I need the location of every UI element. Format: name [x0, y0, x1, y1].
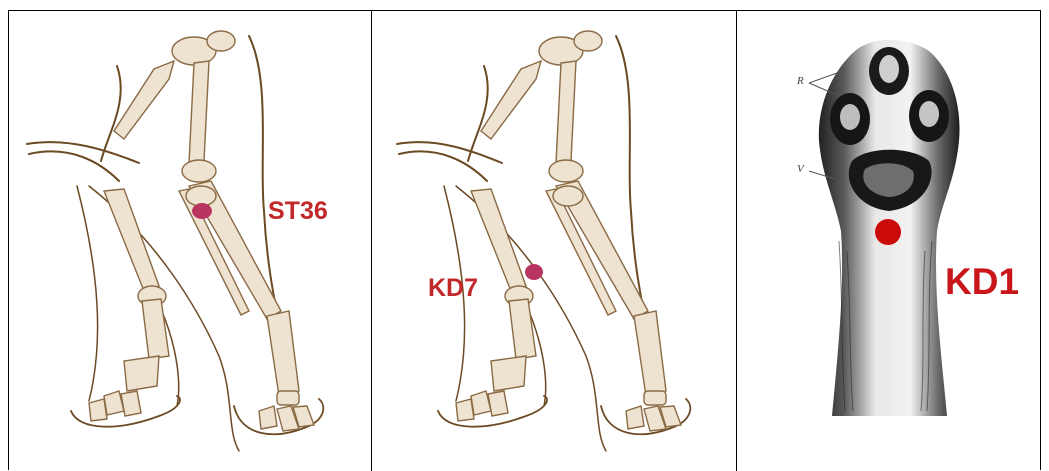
annotation-r: R — [797, 75, 804, 87]
kd7-label: KD7 — [428, 274, 478, 303]
canine-hindlimb-illustration — [9, 11, 371, 471]
annotation-v: V — [797, 163, 804, 175]
canine-paw-sole-photo — [737, 11, 1041, 471]
panel-st36: ST36 — [9, 11, 371, 471]
st36-label: ST36 — [268, 197, 328, 226]
st36-point-marker — [192, 203, 212, 219]
acupoint-figure-table: ST36 — [8, 10, 1041, 470]
panel-kd7: KD7 — [371, 11, 737, 471]
panel-kd1: R V KD1 — [736, 11, 1041, 471]
kd1-label: KD1 — [945, 261, 1019, 303]
canine-hindlimb-illustration — [372, 11, 737, 471]
kd1-point-marker — [875, 219, 901, 245]
kd7-point-marker — [525, 264, 543, 280]
